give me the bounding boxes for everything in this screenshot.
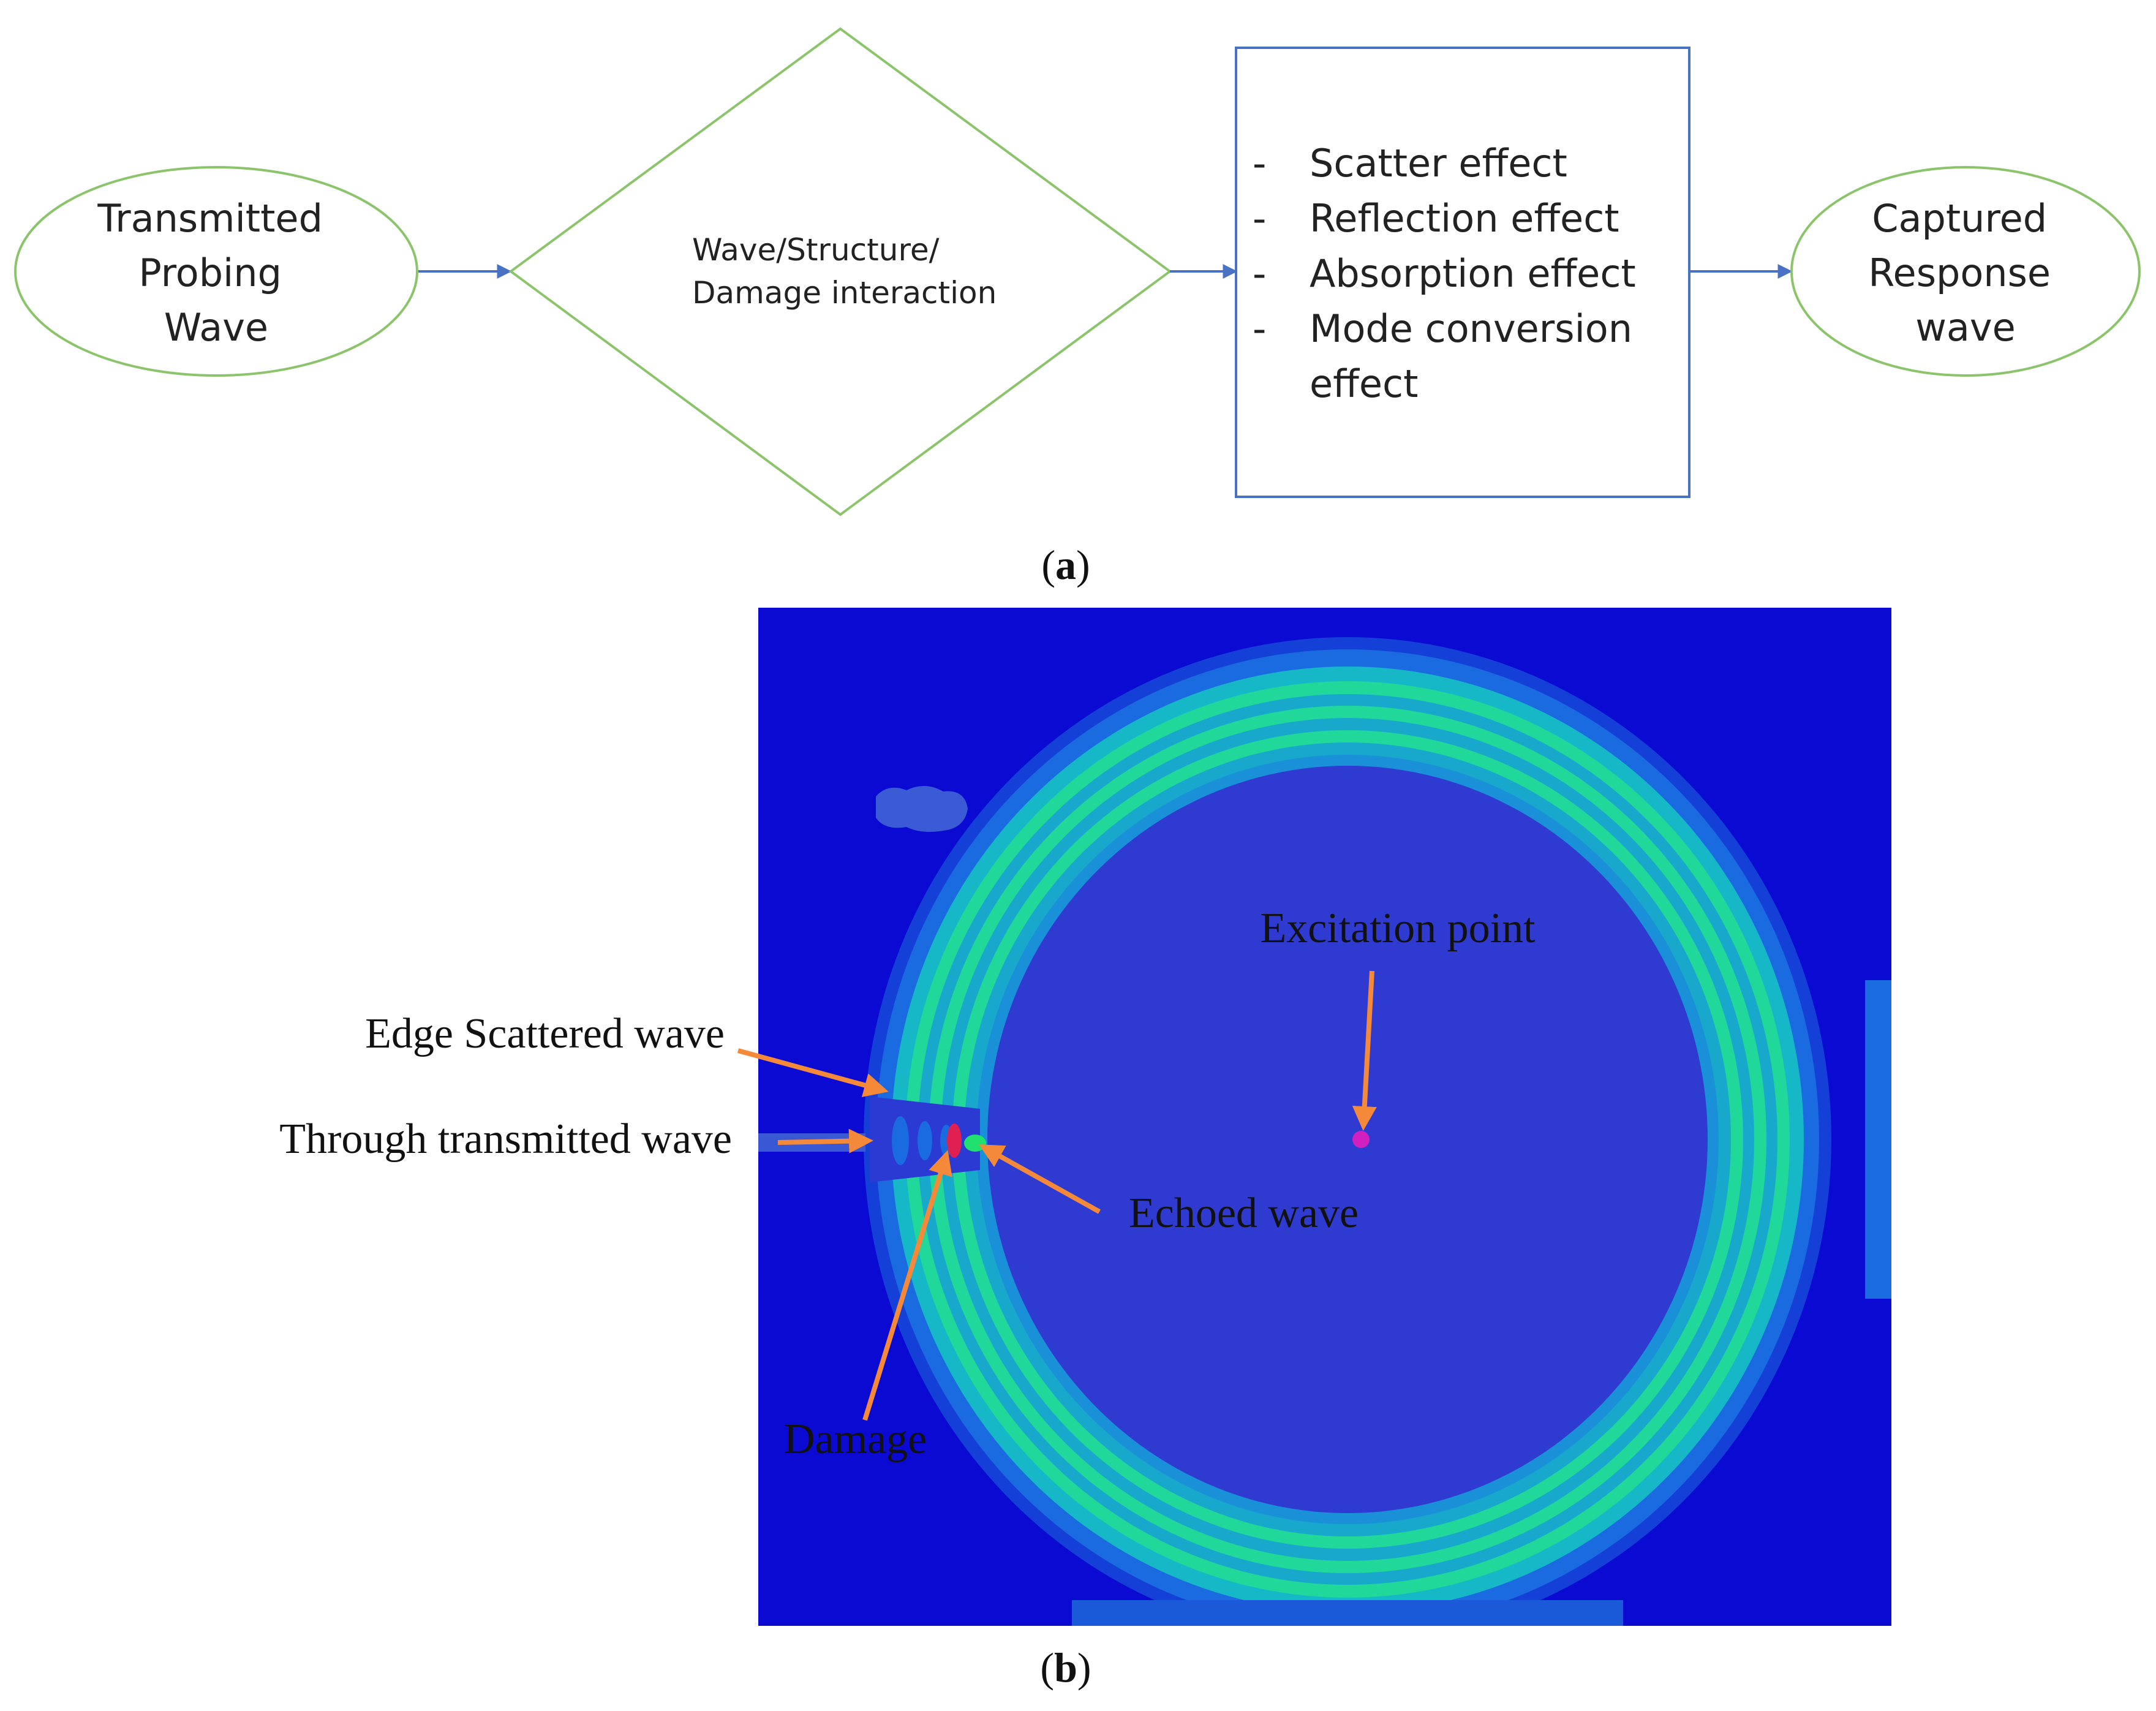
effects-dash-2: - <box>1253 196 1266 241</box>
arrow-through-transmitted <box>777 1128 873 1154</box>
arrow-damage <box>862 1150 952 1421</box>
panel-label-a-open: ( <box>1041 542 1055 588</box>
effects-item-scatter: Scatter effect <box>1310 141 1567 186</box>
label-through-transmitted-wave: Through transmitted wave <box>279 1116 732 1163</box>
end-node-shape <box>1790 166 2141 377</box>
effects-item-absorption: Absorption effect <box>1310 251 1636 296</box>
decision-node-line-2: Damage interaction <box>692 275 997 311</box>
arrow-edge-scattered <box>737 1048 889 1097</box>
panel-label-b-open: ( <box>1040 1644 1054 1691</box>
end-node-line-3: wave <box>1915 305 2016 350</box>
label-edge-scattered-wave: Edge Scattered wave <box>365 1010 725 1057</box>
flowchart: Transmitted Probing Wave Wave/Structure/… <box>14 27 2141 516</box>
effects-dash-3: - <box>1253 251 1266 296</box>
label-damage: Damage <box>784 1416 927 1463</box>
label-excitation-point: Excitation point <box>1260 905 1536 952</box>
effects-item-reflection: Reflection effect <box>1310 196 1619 241</box>
edge-reflection-bottom <box>1072 1600 1623 1626</box>
edge-reflection-right <box>1865 980 1891 1299</box>
decision-node-shape <box>508 27 1172 516</box>
panel-label-b-letter: b <box>1054 1644 1077 1691</box>
panel-label-a-close: ) <box>1076 542 1090 588</box>
damage-marker <box>947 1124 962 1158</box>
end-node: Captured Response wave <box>1790 166 2141 377</box>
start-node-shape <box>14 166 418 377</box>
panel-label-a: (a) <box>1041 542 1090 588</box>
start-node-line-3: Wave <box>164 305 268 350</box>
start-node-line-1: Transmitted <box>97 196 323 241</box>
noise-blob <box>876 785 968 832</box>
start-node: Transmitted Probing Wave <box>14 166 418 377</box>
label-echoed-wave: Echoed wave <box>1129 1190 1359 1237</box>
effects-box: - Scatter effect - Reflection effect - A… <box>1235 47 1691 498</box>
decision-node-label: Wave/Structure/ Damage interaction <box>692 232 997 311</box>
simulation-interior <box>987 766 1708 1513</box>
end-node-line-1: Captured <box>1872 196 2047 241</box>
scatter-fringe-1 <box>892 1116 909 1165</box>
effects-item-mode-conversion: Mode conversion <box>1310 306 1632 351</box>
start-node-label: Transmitted Probing Wave <box>97 196 334 350</box>
effects-item-mode-conversion-cont: effect <box>1310 361 1418 406</box>
panel-label-b: (b) <box>1040 1644 1091 1691</box>
arrow-echoed <box>979 1144 1101 1214</box>
scatter-fringe-2 <box>918 1121 932 1160</box>
panel-label-a-letter: a <box>1055 542 1076 588</box>
arrow-excitation <box>1352 970 1377 1131</box>
excitation-marker <box>1352 1131 1370 1148</box>
decision-node-line-1: Wave/Structure/ <box>692 232 940 268</box>
effects-dash-4: - <box>1253 306 1266 351</box>
effects-dash-1: - <box>1253 141 1266 186</box>
decision-node: Wave/Structure/ Damage interaction <box>508 27 1172 516</box>
wavefront-group <box>758 637 1891 1626</box>
simulation-panel: Excitation point Edge Scattered wave Thr… <box>279 608 1891 1626</box>
end-node-label: Captured Response wave <box>1868 196 2063 350</box>
start-node-line-2: Probing <box>138 251 282 295</box>
end-node-line-2: Response <box>1868 251 2051 295</box>
panel-label-b-close: ) <box>1077 1644 1091 1691</box>
